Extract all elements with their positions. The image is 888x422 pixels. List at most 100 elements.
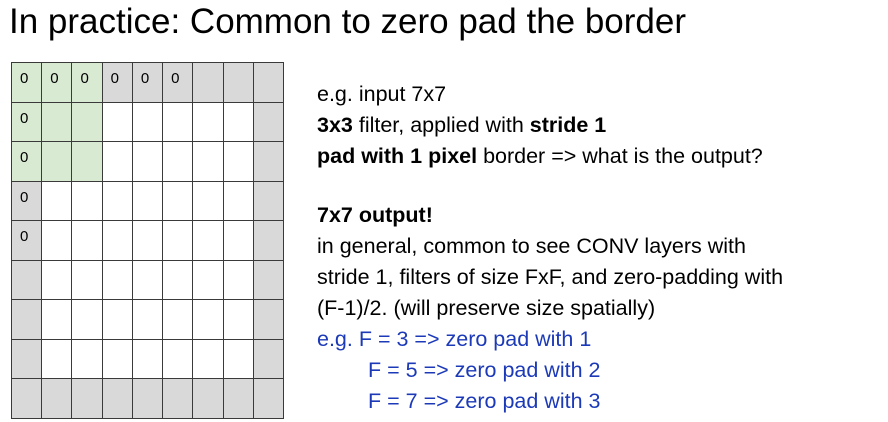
padding-cell [101,378,133,419]
zero-value: 0 [140,70,150,87]
input-cell [41,299,73,340]
padding-cell [252,220,284,261]
input-cell [192,101,224,143]
general-rule-line-3: (F-1)/2. (will preserve size spatially) [317,296,656,320]
input-cell [41,338,73,380]
zero-value: 0 [20,149,29,167]
padding-cell [252,180,284,222]
input-cell [41,180,73,222]
input-cell [222,101,254,143]
padding-cell [222,62,254,103]
zero-value: 0 [20,228,29,246]
input-cell [101,180,133,222]
padding-cell [41,378,73,419]
padding-cell [222,378,254,419]
filter-size: 3x3 [317,113,353,137]
question-text: border => what is the output? [477,144,763,168]
input-cell [222,180,254,222]
zero-value: 0 [20,188,29,206]
input-cell [71,259,103,301]
padding-cell [252,101,284,143]
filter-cell: 0 [41,62,73,103]
filter-cell [71,141,103,182]
input-cell [162,299,194,340]
input-cell [192,220,224,261]
filter-cell [71,101,103,143]
input-cell [41,259,73,301]
padding-cell [11,299,43,340]
input-cell [131,141,164,182]
input-cell [101,220,133,261]
input-cell [131,259,164,301]
filter-line: 3x3 filter, applied with stride 1 [317,110,887,141]
slide-title: In practice: Common to zero pad the bord… [9,2,687,41]
padding-cell: 0 [11,220,43,261]
padded-input-grid: 0 0 0 0 0 0 0 0 0 0 [11,62,284,419]
output-answer: 7x7 output! [317,203,433,227]
padding-cell [252,338,284,380]
zero-value: 0 [20,70,29,87]
padding-cell [11,378,43,419]
example-f7-line: F = 7 => zero pad with 3 [368,389,601,413]
input-cell [41,220,73,261]
input-cell [162,338,194,380]
input-cell [131,338,164,380]
input-cell [192,180,224,222]
input-cell [162,141,194,182]
zero-value: 0 [80,70,89,87]
zero-value: 0 [171,70,180,87]
input-cell [71,338,103,380]
input-cell [222,259,254,301]
filter-line-text: filter, applied with [352,113,530,137]
input-cell [101,141,133,182]
padding-cell [252,299,284,340]
filter-cell: 0 [11,101,43,143]
example-input-line: e.g. input 7x7 [317,82,447,106]
input-cell [192,299,224,340]
padding-cell [11,259,43,301]
padding-cell [162,378,194,419]
input-cell [101,101,133,143]
input-cell [192,259,224,301]
padding-cell [252,259,284,301]
input-cell [131,220,164,261]
padding-cell [192,62,224,103]
padding-cell: 0 [101,62,133,103]
zero-value: 0 [110,70,119,87]
explanation-text: e.g. input 7x7 3x3 filter, applied with … [317,79,887,417]
input-cell [101,299,133,340]
input-cell [162,101,194,143]
padding-question-line: pad with 1 pixel border => what is the o… [317,141,887,172]
zero-value: 0 [50,70,59,87]
general-rule-line-1: in general, common to see CONV layers wi… [317,234,746,258]
input-cell [222,141,254,182]
input-cell [131,101,164,143]
general-rule-line-2: stride 1, filters of size FxF, and zero-… [317,265,784,289]
input-cell [101,259,133,301]
input-cell [222,299,254,340]
input-cell [131,180,164,222]
padding-cell [192,378,224,419]
input-cell [101,338,133,380]
padding-cell: 0 [11,180,43,222]
zero-value: 0 [20,109,29,127]
input-cell [162,180,194,222]
padding-cell [71,378,103,419]
padding-cell [252,378,284,419]
filter-cell [41,141,73,182]
example-f3-line: e.g. F = 3 => zero pad with 1 [317,327,592,351]
input-cell [222,338,254,380]
input-cell [192,338,224,380]
filter-cell: 0 [11,62,43,103]
filter-cell: 0 [11,141,43,182]
filter-cell: 0 [71,62,103,103]
input-cell [131,299,164,340]
pad-text: pad with 1 pixel [317,144,478,168]
padding-cell [131,378,164,419]
example-f5-line: F = 5 => zero pad with 2 [368,358,601,382]
padding-cell [11,338,43,380]
filter-cell [41,101,73,143]
stride-text: stride 1 [529,113,607,137]
padding-cell: 0 [131,62,164,103]
padding-cell [252,141,284,182]
